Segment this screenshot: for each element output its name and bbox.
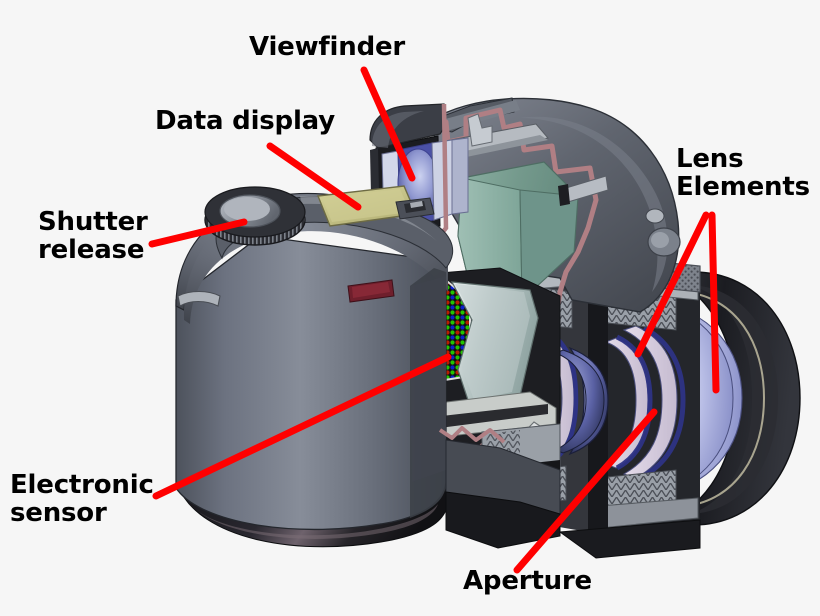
label-data-display: Data display xyxy=(155,106,335,136)
top-button-highlight xyxy=(410,201,423,208)
lens-elements-leader-b xyxy=(708,211,720,394)
body-front xyxy=(175,235,447,530)
lens-elements-leader-a xyxy=(634,211,710,358)
side-control-knob-top xyxy=(651,232,669,248)
label-viewfinder: Viewfinder xyxy=(249,32,406,62)
label-shutter-release: Shutter release xyxy=(38,207,148,265)
cutaway-edge-upper xyxy=(430,107,599,353)
lens-element-2-edge xyxy=(642,325,686,479)
lens-ring-highlight xyxy=(685,291,766,507)
label-electronic-sensor: Electronic sensor xyxy=(10,470,154,528)
cutaway-edge-lower xyxy=(438,426,506,444)
camera-body xyxy=(175,185,454,548)
lens-element-1-edge xyxy=(615,334,653,471)
lens-element-2 xyxy=(622,325,678,479)
prism-mount-screw xyxy=(467,113,493,147)
lens-bottom-shadow xyxy=(558,519,701,559)
strap-lug-left xyxy=(177,290,221,307)
lower-body-rear xyxy=(438,426,561,549)
data-display-leader xyxy=(266,142,362,211)
pentaprism-face-right xyxy=(519,189,579,302)
reflex-mirror-sheen xyxy=(455,284,530,400)
ir-remote-window-gloss xyxy=(352,282,390,298)
eyepiece-lens-front xyxy=(431,139,453,221)
viewfinder-leader xyxy=(360,66,416,182)
electronic-sensor-leader xyxy=(152,353,452,500)
lower-rear-base xyxy=(445,491,561,549)
label-aperture: Aperture xyxy=(463,566,592,596)
lens-front-ring-inner xyxy=(690,285,778,514)
pentaprism-group xyxy=(457,161,579,302)
shutter-release-leader xyxy=(148,218,248,248)
shoulder-lever-stop xyxy=(558,184,570,206)
label-lens-elements: Lens Elements xyxy=(676,144,810,202)
shoulder-highlight xyxy=(520,116,668,293)
shutter-slot xyxy=(424,404,548,430)
shutter-release-button-top xyxy=(224,197,270,221)
body-side-dark xyxy=(410,276,446,482)
leader-lines xyxy=(148,66,720,574)
eyepiece-prism-face xyxy=(451,137,469,215)
strap-lug-right xyxy=(645,208,665,224)
aperture-leader xyxy=(513,408,658,574)
